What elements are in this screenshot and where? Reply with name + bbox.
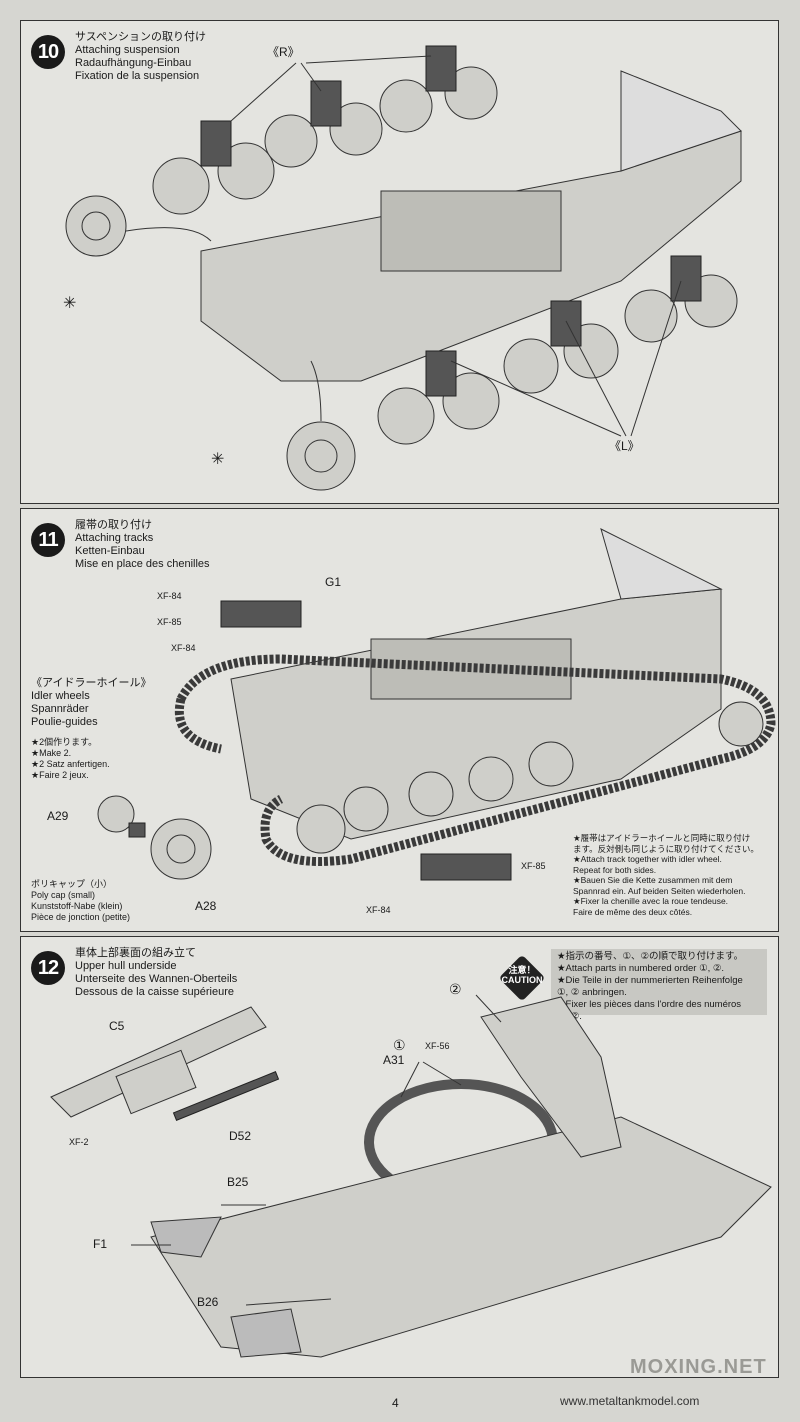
suspension-diagram	[65, 45, 742, 491]
step-title: 車体上部裏面の組み立て Upper hull underside Unterse…	[75, 947, 237, 999]
title-jp: 履帯の取り付け	[75, 519, 152, 531]
caution-label: 注意！CAUTION	[501, 965, 543, 985]
idler-de: Spannräder	[31, 703, 89, 715]
step-10-panel: 10 サスペンションの取り付け Attaching suspension Rad…	[20, 20, 779, 504]
note-line: Spannrad ein. Auf beiden Seiten wiederho…	[573, 885, 746, 896]
step-11-panel: 11 履帯の取り付け Attaching tracks Ketten-Einba…	[20, 508, 779, 932]
label-a29: A29	[47, 809, 69, 823]
note-line: ★Attach parts in numbered order ①, ②.	[557, 963, 725, 974]
paint-xf2: XF-2	[69, 1137, 89, 1147]
step-title: 履帯の取り付け Attaching tracks Ketten-Einbau M…	[75, 519, 210, 571]
note-line: ます。反対側も同じように取り付けてください。	[573, 843, 759, 854]
title-fr: Dessous de la caisse supérieure	[75, 986, 234, 998]
label-b25: B25	[227, 1175, 249, 1189]
note-line: ①, ② anbringen.	[557, 987, 627, 998]
title-en: Attaching suspension	[75, 44, 180, 56]
watermark: MOXING.NET	[630, 1356, 767, 1378]
order-number-2: ②	[449, 981, 462, 997]
watermark-url: www.metaltankmodel.com	[560, 1394, 700, 1408]
note-line: ★指示の番号、①、②の順で取り付けます。	[557, 951, 744, 962]
make-en: ★Make 2.	[31, 748, 72, 758]
idler-jp: 《アイドラーホイール》	[31, 677, 152, 689]
step-number: 12	[31, 951, 65, 985]
label-c5: C5	[109, 1019, 125, 1033]
label-r: 《R》	[267, 45, 300, 59]
title-de: Unterseite des Wannen-Oberteils	[75, 973, 238, 985]
title-en: Attaching tracks	[75, 532, 154, 544]
step-number: 10	[31, 35, 65, 69]
paint-xf84: XF-84	[171, 643, 196, 653]
note-line: ★Fixer les pièces dans l'ordre des numér…	[557, 999, 742, 1010]
step-title: サスペンションの取り付け Attaching suspension Radauf…	[75, 31, 206, 83]
title-de: Radaufhängung-Einbau	[75, 57, 192, 69]
upper-hull-diagram	[50, 994, 772, 1358]
title-jp: サスペンションの取り付け	[75, 31, 207, 43]
label-b26: B26	[197, 1295, 219, 1309]
polycap-en: Poly cap (small)	[31, 890, 96, 900]
polycap-de: Kunststoff-Nabe (klein)	[31, 901, 123, 911]
title-jp: 車体上部裏面の組み立て	[75, 947, 196, 959]
make-de: ★2 Satz anfertigen.	[31, 759, 110, 769]
note-line: ★Fixer la chenille avec la roue tendeuse…	[573, 896, 729, 906]
title-fr: Mise en place des chenilles	[75, 558, 210, 570]
step-number: 11	[31, 523, 65, 557]
title-fr: Fixation de la suspension	[75, 70, 200, 82]
cement-icon: ✳	[211, 451, 225, 468]
tracks-diagram	[97, 528, 776, 881]
title-en: Upper hull underside	[75, 960, 177, 972]
polycap-note: ポリキャップ（小） Poly cap (small) Kunststoff-Na…	[31, 879, 130, 923]
label-a31: A31	[383, 1053, 405, 1067]
label-f1: F1	[93, 1237, 108, 1251]
cement-icon: ✳	[63, 295, 77, 312]
make-two-note: ★2個作ります。 ★Make 2. ★2 Satz anfertigen. ★F…	[31, 737, 110, 781]
paint-xf56: XF-56	[425, 1041, 450, 1051]
polycap-jp: ポリキャップ（小）	[31, 879, 113, 889]
idler-en: Idler wheels	[31, 690, 90, 702]
step-12-panel: 12 車体上部裏面の組み立て Upper hull underside Unte…	[20, 936, 779, 1378]
note-line: ★Bauen Sie die Kette zusammen mit dem	[573, 875, 733, 885]
title-de: Ketten-Einbau	[75, 545, 145, 557]
paint-xf84: XF-84	[366, 905, 391, 915]
note-line: Faire de même des deux côtés.	[573, 906, 693, 917]
caution-note-box	[551, 949, 767, 1015]
paint-xf84: XF-84	[157, 591, 182, 601]
label-l: 《L》	[609, 439, 640, 453]
paint-xf85: XF-85	[521, 861, 546, 871]
track-note: ★履帯はアイドラーホイールと同時に取り付け ます。反対側も同じように取り付けてく…	[573, 833, 759, 917]
make-jp: ★2個作ります。	[31, 737, 98, 747]
note-line: ★Attach track together with idler wheel.	[573, 854, 722, 864]
order-number-1: ①	[393, 1037, 406, 1053]
label-g1: G1	[325, 575, 342, 589]
label-d52: D52	[229, 1129, 252, 1143]
polycap-fr: Pièce de jonction (petite)	[31, 912, 131, 922]
paint-xf85: XF-85	[157, 617, 182, 627]
label-a28: A28	[195, 899, 217, 913]
page-number: 4	[392, 1396, 399, 1410]
note-line: Repeat for both sides.	[573, 864, 657, 875]
idler-wheel-heading: 《アイドラーホイール》 Idler wheels Spannräder Poul…	[31, 677, 151, 729]
make-fr: ★Faire 2 jeux.	[31, 770, 89, 780]
idler-fr: Poulie-guides	[31, 716, 98, 728]
note-line: ★Die Teile in der nummerierten Reihenfol…	[557, 975, 743, 986]
note-line: ★履帯はアイドラーホイールと同時に取り付け	[573, 833, 751, 843]
